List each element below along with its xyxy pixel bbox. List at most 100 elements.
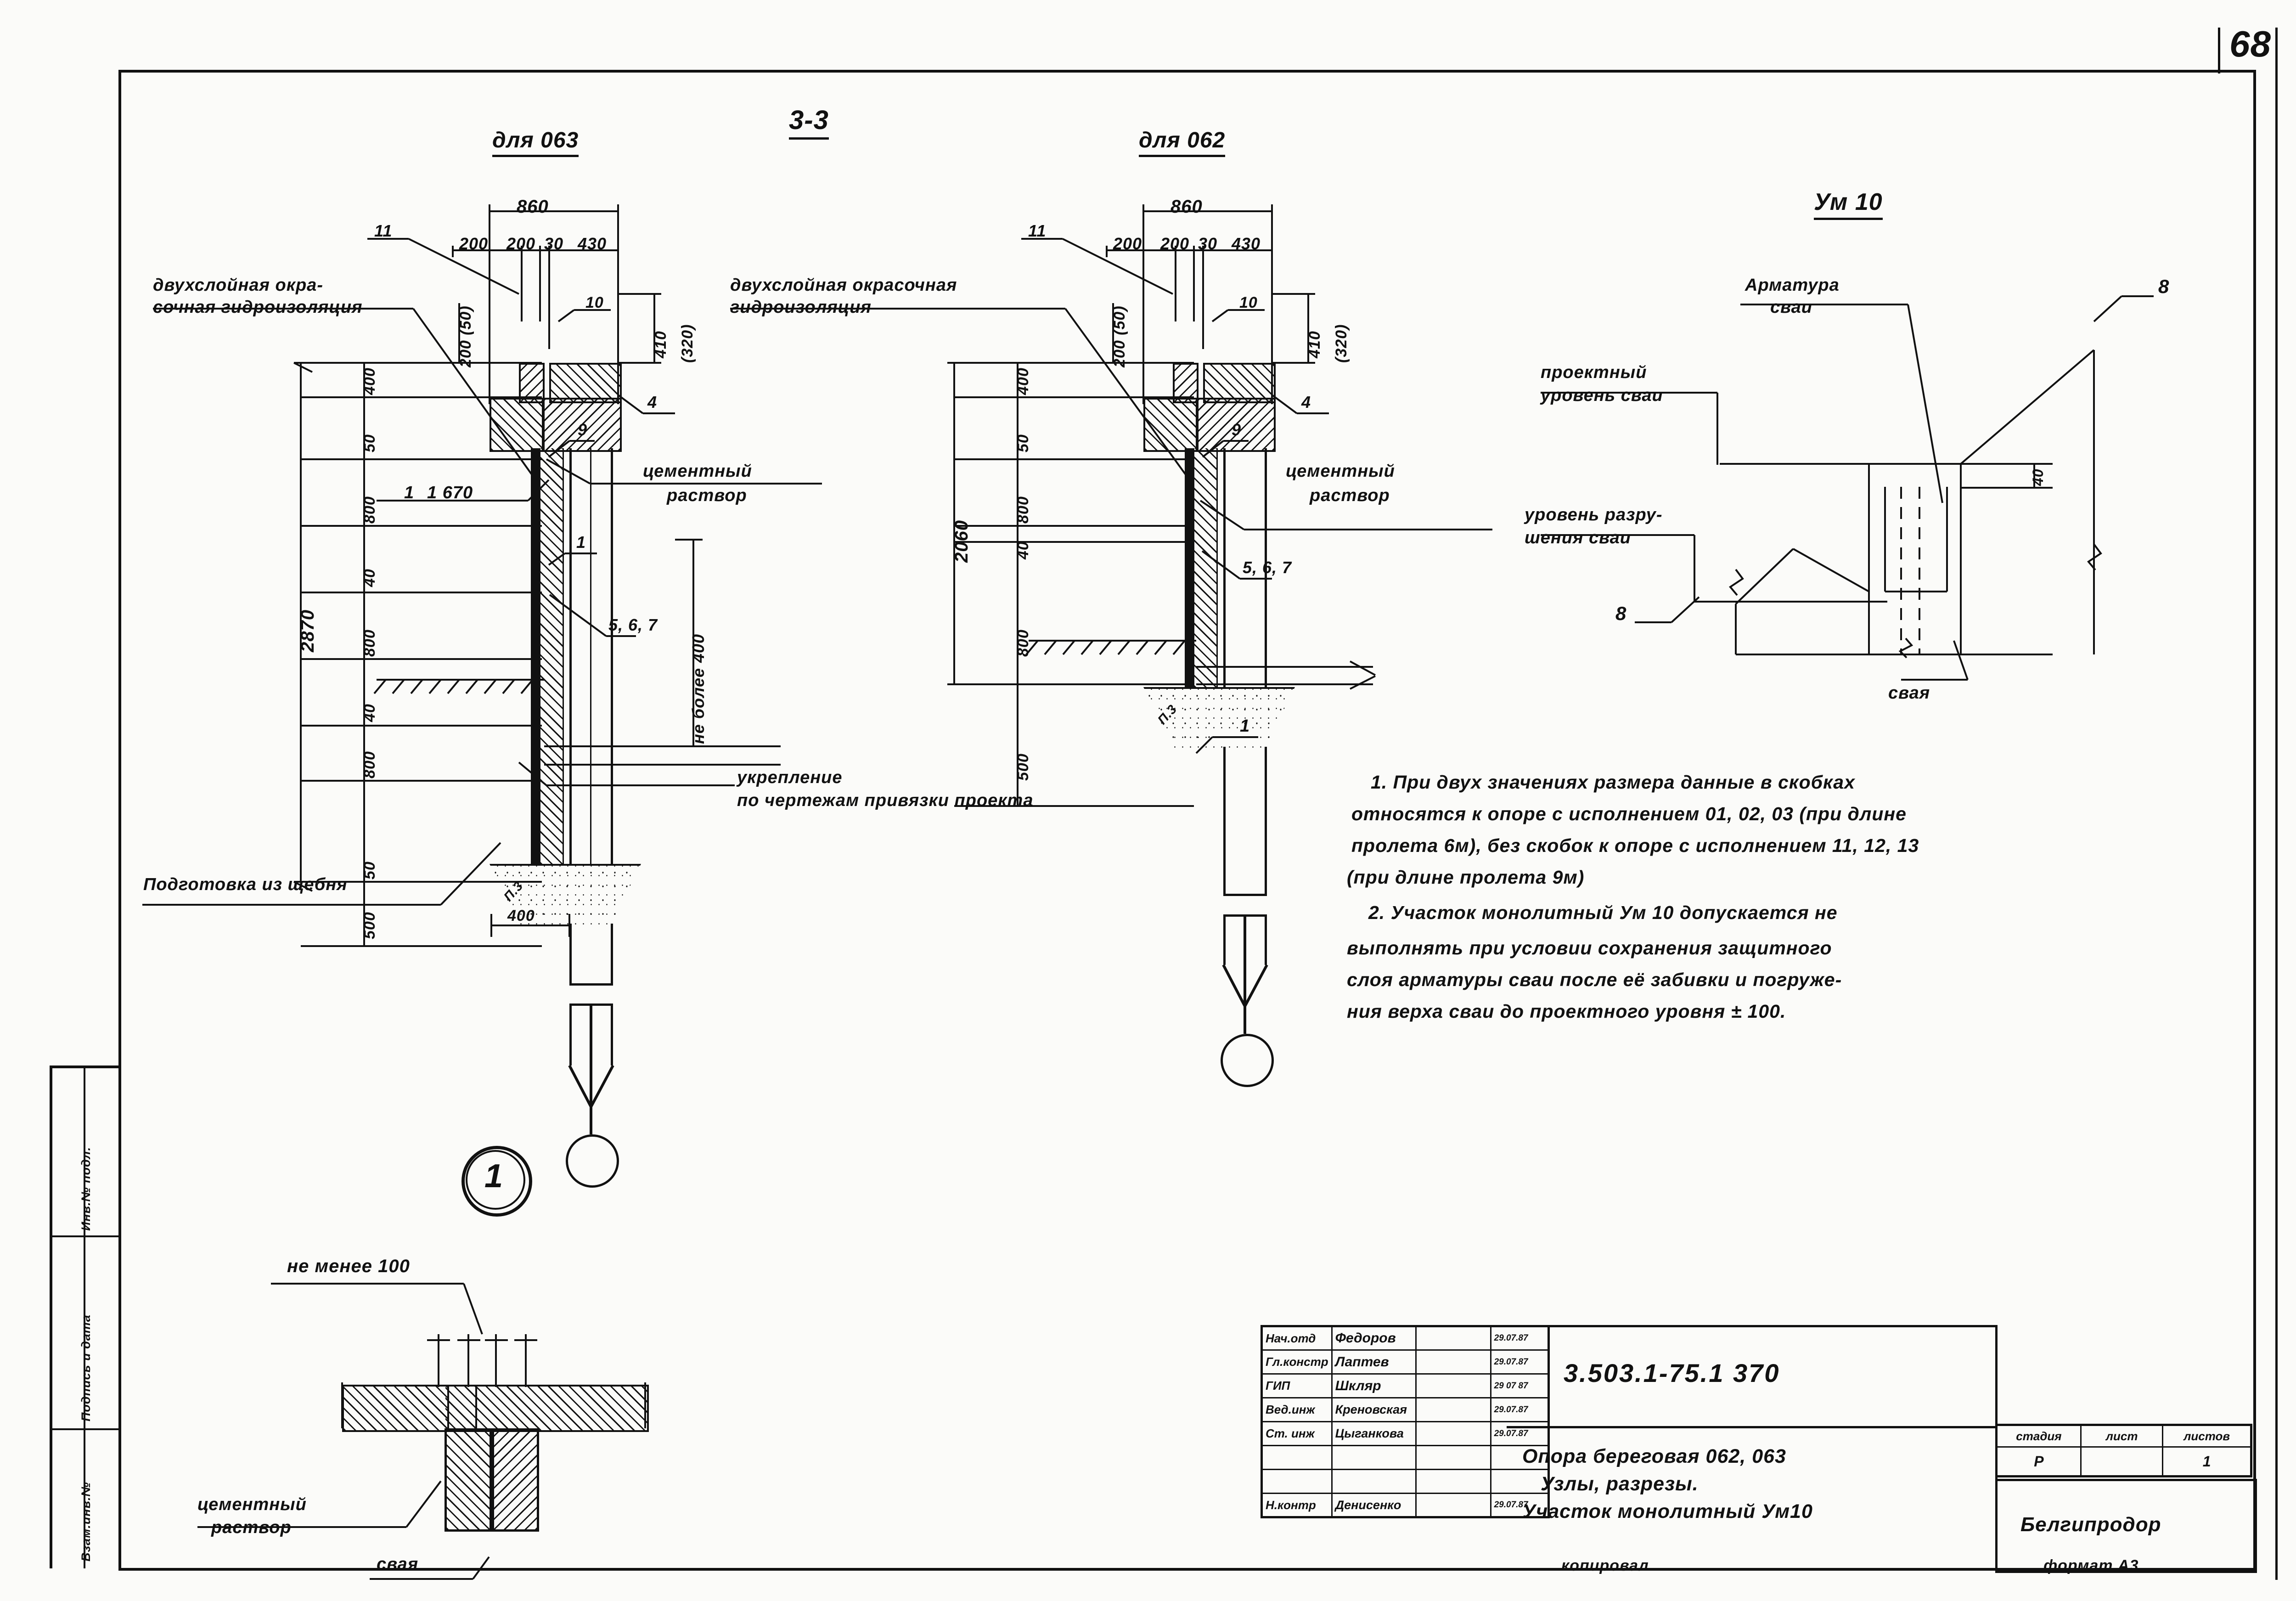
062-waterproofing-line1: двухслойная окрасочная: [730, 276, 957, 295]
063-mark-4: 4: [647, 393, 658, 412]
detail-1-bubble-number: 1: [484, 1158, 504, 1195]
062-waterproofing-line2: гидроизоляция: [730, 298, 872, 317]
staff-sign-6: [1415, 1469, 1491, 1494]
detail1-slab-mortar: [445, 1385, 475, 1432]
062-chain-30: 30: [1198, 234, 1218, 253]
table-row: [1261, 1445, 1549, 1470]
063-mark-9: 9: [578, 420, 588, 439]
organization-cell: [1995, 1479, 2257, 1573]
062-cap-left-block: [1173, 363, 1199, 403]
table-row: ГИП Шкляр 29 07 87: [1261, 1373, 1549, 1398]
staff-role-1: Гл.констр: [1261, 1349, 1333, 1375]
staff-name-4: Цыганкова: [1331, 1421, 1417, 1446]
063-chain-30: 30: [544, 234, 564, 253]
062-pile-edge-left: [1223, 448, 1226, 687]
note-line-1: относятся к опоре с исполнением 01, 02, …: [1351, 803, 1907, 824]
063-cement-mortar-line2: раствор: [667, 486, 747, 505]
063-chain-200a: 200: [459, 234, 489, 253]
organization-name: Белгипродор: [2020, 1513, 2161, 1536]
063-pile-centerline: [590, 448, 591, 864]
stage-value-0: Р: [1996, 1446, 2082, 1477]
table-row: Гл.констр Лаптев 29.07.87: [1261, 1349, 1549, 1375]
title-block: Нач.отд Федоров 29.07.87 Гл.констр Лапте…: [1261, 1325, 2257, 1573]
062-dim-860: 860: [1171, 197, 1203, 217]
format-label: формат А3: [2043, 1557, 2139, 1574]
063-base-400: 400: [507, 907, 535, 925]
063-mark-1: 1: [576, 533, 586, 552]
063-reinforce-line1: укрепление: [737, 768, 843, 787]
table-row: Ст. инж Цыганкова 29.07.87: [1261, 1421, 1549, 1446]
sheet-edge-right: [2275, 28, 2278, 1580]
note-line-0: 1. При двух значениях размера данные в с…: [1371, 772, 1855, 793]
drawing-code-cell: [1507, 1325, 1998, 1428]
063-waterproofing-line2: сочная гидроизоляция: [153, 298, 363, 317]
063-pile-tip-left: [569, 1006, 572, 1065]
063-inner-dim: 1 670: [427, 483, 473, 502]
staff-name-0: Федоров: [1331, 1325, 1417, 1351]
062-cement-mortar-line2: раствор: [1310, 486, 1390, 505]
detail1-pile-left: [445, 1428, 494, 1532]
staff-role-4: Ст. инж: [1261, 1421, 1333, 1446]
section-title-3-3: 3-3: [789, 105, 829, 140]
um10-rebar-line2: сваи: [1770, 298, 1812, 317]
drawing-code: 3.503.1-75.1 370: [1564, 1359, 1780, 1387]
062-shaft-hatched: [1193, 448, 1218, 687]
staff-sign-4: [1415, 1421, 1491, 1446]
drawing-title-line-0: Опора береговая 062, 063: [1522, 1445, 1786, 1467]
um10-design-level-line1: проектный: [1541, 363, 1647, 382]
062-pile-lower-right: [1265, 747, 1267, 894]
note-line-4: 2. Участок монолитный Ум 10 допускается …: [1368, 902, 1838, 923]
062-pile-lower-left: [1223, 747, 1226, 894]
staff-name-1: Лаптев: [1331, 1349, 1417, 1375]
063-chain-430: 430: [578, 234, 607, 253]
063-pile-edge-left: [569, 448, 572, 864]
note-line-2: пролета 6м), без скобок к опоре с исполн…: [1351, 835, 1919, 856]
062-mark-11: 11: [1028, 221, 1047, 240]
062-shaft-left-face: [1185, 448, 1193, 687]
side-strip-divider: [84, 1065, 85, 1568]
detail1-slab-right: [475, 1385, 649, 1432]
detail1-cement-line1: цементный: [197, 1495, 307, 1514]
063-mark-567: 5, 6, 7: [608, 615, 658, 634]
sheet-border-left: [118, 70, 121, 1571]
staff-name-5: [1331, 1445, 1417, 1470]
063-pilecap-right: [542, 398, 622, 452]
staff-sign-0: [1415, 1325, 1491, 1351]
view-title-um10: Ум 10: [1814, 188, 1883, 220]
um10-destruction-line1: уровень разру-: [1525, 505, 1663, 524]
stage-table: стадия лист листов Р 1: [1995, 1424, 2252, 1477]
staff-sign-3: [1415, 1397, 1491, 1422]
063-shaft-hatched: [539, 448, 564, 864]
um10-mark-8a: 8: [2158, 276, 2170, 297]
062-pile-break: [1223, 894, 1267, 896]
page-number: 68: [2229, 23, 2271, 64]
062-pilecap-right: [1196, 398, 1276, 452]
stage-value-2: 1: [2162, 1446, 2252, 1477]
note-line-3: (при длине пролета 9м): [1347, 867, 1585, 888]
063-pilecap-left: [490, 398, 545, 452]
staff-name-2: Шкляр: [1331, 1373, 1417, 1398]
062-cement-mortar-line1: цементный: [1286, 462, 1395, 481]
062-chain-200b: 200: [1160, 234, 1190, 253]
notes-block: 1. При двух значениях размера данные в с…: [1347, 772, 2151, 1022]
063-gravel-bed-label: Подготовка из щебня: [143, 875, 348, 894]
drawing-title-line-2: Участок монолитный Ум10: [1522, 1500, 1813, 1522]
063-chain-200b: 200: [506, 234, 536, 253]
detail-1-bubble-inner: [466, 1150, 525, 1210]
063-cap-left-block: [519, 363, 545, 403]
staff-role-5: [1261, 1445, 1333, 1470]
062-chain-200a: 200: [1113, 234, 1142, 253]
side-strip-left-edge: [50, 1065, 52, 1568]
drawing-title-line-1: Узлы, разрезы.: [1541, 1473, 1699, 1495]
sheet-border-right: [2253, 70, 2256, 1571]
staff-sign-1: [1415, 1349, 1491, 1375]
staff-date-6: [1490, 1469, 1549, 1494]
063-cement-mortar-line1: цементный: [643, 462, 752, 481]
table-row: Нач.отд Федоров 29.07.87: [1261, 1325, 1549, 1351]
view-title-062: для 062: [1139, 128, 1226, 157]
um10-destruction-line2: шения сваи: [1525, 528, 1631, 547]
